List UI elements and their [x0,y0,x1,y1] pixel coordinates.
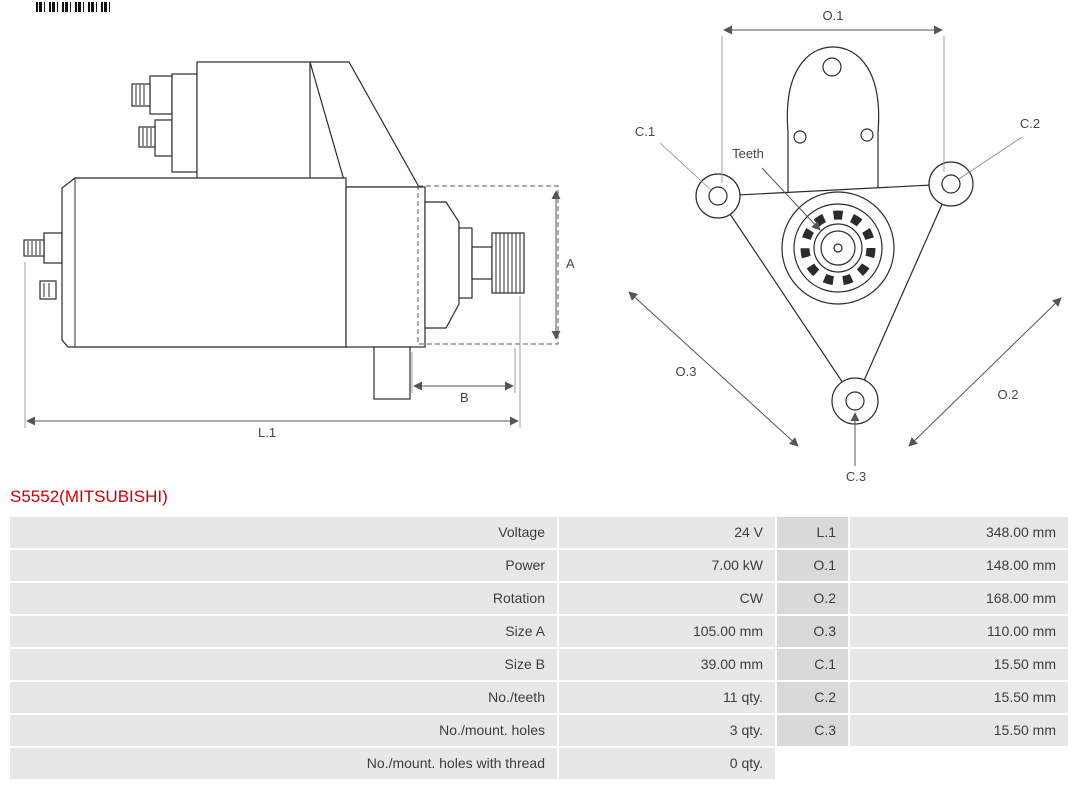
technical-drawing: A B L.1 [23,8,1062,484]
solenoid-end-cap [171,73,198,173]
drive-housing [345,186,426,348]
motor-body [61,177,347,348]
spec-row: No./mount. holes 3 qty. C.3 15.50 mm [10,715,1068,746]
drive-lever-housing [309,61,421,188]
dimension-value [850,748,1068,779]
dimension-c1-label: C.1 [635,124,655,139]
dimension-code: O.3 [777,616,848,647]
spec-label: No./mount. holes with thread [10,748,557,779]
dimension-value: 148.00 mm [850,550,1068,581]
spec-value: 3 qty. [559,715,775,746]
rear-stud-nut [43,232,63,264]
dimension-o1-label: O.1 [823,8,844,23]
shaft-bore-circle [820,230,856,266]
dimension-l1-label: L.1 [258,425,276,440]
dimension-code: C.1 [777,649,848,680]
spec-label: Size A [10,616,557,647]
spec-label: No./mount. holes [10,715,557,746]
side-view-drawing: A B L.1 [23,61,575,440]
spec-value: CW [559,583,775,614]
spec-value: 105.00 mm [559,616,775,647]
spec-value: 24 V [559,517,775,548]
spec-value: 11 qty. [559,682,775,713]
spec-label: Voltage [10,517,557,548]
dimension-code: O.1 [777,550,848,581]
rear-stud [23,239,45,257]
dimension-code: C.2 [777,682,848,713]
teeth-leader-line [761,167,821,231]
dimension-value: 168.00 mm [850,583,1068,614]
bell-housing [424,201,460,329]
mount-hole-c3 [845,391,865,411]
spec-row: Power 7.00 kW O.1 148.00 mm [10,550,1068,581]
dimension-value: 15.50 mm [850,649,1068,680]
center-mark [833,243,843,253]
dimension-o2-label: O.2 [998,387,1019,402]
rear-stud-small [39,280,57,300]
small-bolt-hole-left [793,130,807,144]
dimension-o3-label: O.3 [676,364,697,379]
spec-value: 0 qty. [559,748,775,779]
spec-value: 7.00 kW [559,550,775,581]
dimension-o2-line [908,297,1062,447]
spec-label: Power [10,550,557,581]
dimension-c3-label: C.3 [846,469,866,484]
spec-label: Rotation [10,583,557,614]
spec-table: Voltage 24 V L.1 348.00 mm Power 7.00 kW… [10,517,1068,781]
dimension-code: O.2 [777,583,848,614]
solenoid-terminal-stud [131,83,151,107]
dimension-code: L.1 [777,517,848,548]
dimension-code [777,748,848,779]
dimension-o3-line [628,291,799,447]
dimension-value: 348.00 mm [850,517,1068,548]
mount-hole-c1 [708,186,728,206]
spec-row: Voltage 24 V L.1 348.00 mm [10,517,1068,548]
solenoid-terminal-nut [149,75,173,115]
dimension-value: 110.00 mm [850,616,1068,647]
barcode-icon [36,2,114,12]
mounting-foot [373,346,411,400]
spec-row: No./mount. holes with thread 0 qty. [10,748,1068,779]
shaft [471,246,493,280]
dimension-code: C.3 [777,715,848,746]
bearing-step [458,227,473,299]
spec-label: No./teeth [10,682,557,713]
spec-value: 39.00 mm [559,649,775,680]
spec-label: Size B [10,649,557,680]
gear-teeth-ring [800,210,876,286]
front-view-drawing: O.1 C.1 C.2 Teeth O.3 O.2 C.3 [628,8,1062,484]
gear-outer-circle [793,203,883,293]
mount-hole-c2 [941,174,961,194]
dimension-b-label: B [460,390,469,405]
dimension-a-label: A [566,256,575,271]
spec-row: Rotation CW O.2 168.00 mm [10,583,1068,614]
dimension-value: 15.50 mm [850,715,1068,746]
top-lug-hole [822,57,842,77]
spec-row: Size B 39.00 mm C.1 15.50 mm [10,649,1068,680]
solenoid-body [196,61,311,183]
pilot-boss-circle [781,191,895,305]
gear-root-circle [813,223,863,273]
solenoid-terminal-nut-2 [154,119,173,157]
teeth-label: Teeth [732,146,764,161]
spec-row: No./teeth 11 qty. C.2 15.50 mm [10,682,1068,713]
spec-row: Size A 105.00 mm O.3 110.00 mm [10,616,1068,647]
small-bolt-hole-right [860,128,874,142]
dimension-value: 15.50 mm [850,682,1068,713]
part-number-title: S5552(MITSUBISHI) [10,487,168,506]
dimension-c2-label: C.2 [1020,116,1040,131]
top-lug [786,46,880,195]
